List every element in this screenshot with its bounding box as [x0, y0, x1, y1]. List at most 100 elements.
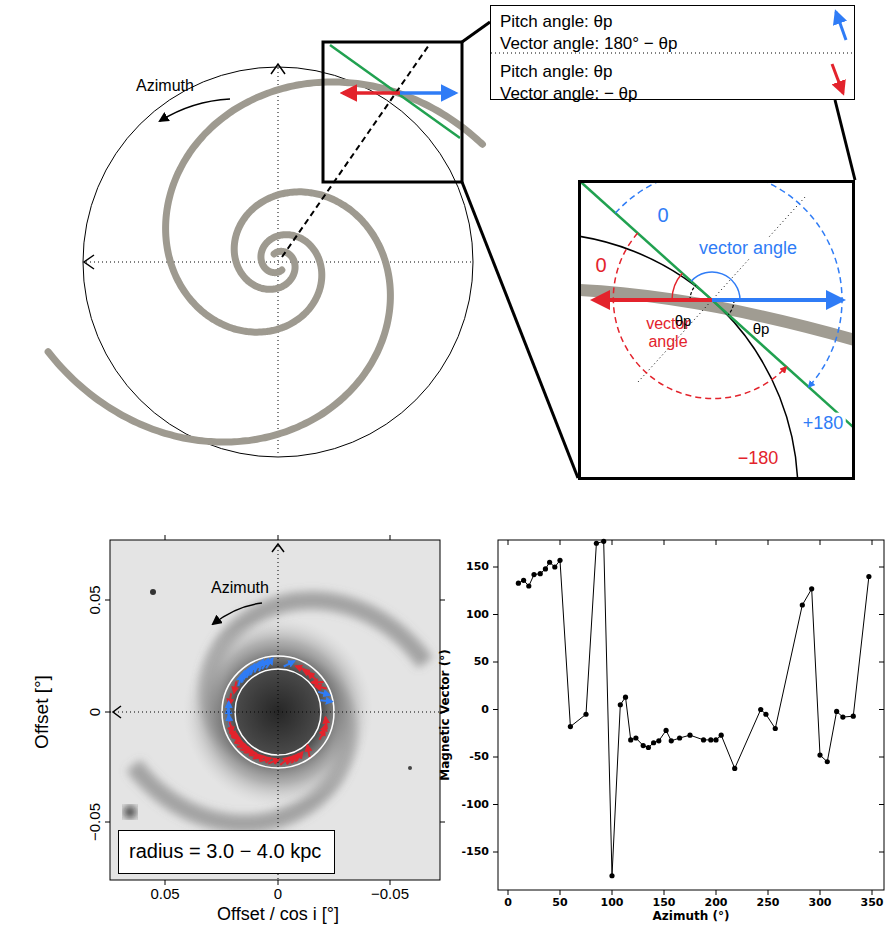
data-point — [633, 735, 638, 740]
data-point — [543, 566, 548, 571]
data-point — [628, 737, 633, 742]
pitch-angle-arc — [728, 300, 734, 315]
field-vector — [284, 661, 295, 666]
axis-title: Azimuth (°) — [653, 910, 730, 924]
tick-label: 50 — [474, 656, 489, 669]
field-vector — [259, 660, 263, 671]
data-point — [834, 709, 839, 714]
tick-mark — [390, 535, 391, 540]
galaxy-schematic — [48, 22, 855, 478]
data-point — [687, 733, 692, 738]
tick-mark — [278, 535, 279, 540]
data-point — [677, 735, 682, 740]
tick-mark — [612, 890, 613, 895]
tick-mark — [716, 890, 717, 895]
vector-angle-arc — [672, 273, 682, 300]
axis-line — [86, 262, 472, 263]
data-point — [758, 707, 763, 712]
star — [150, 589, 156, 595]
tick-mark — [768, 890, 769, 895]
azimuth-arrow — [213, 603, 262, 624]
tick-mark — [390, 880, 391, 885]
tick-mark — [440, 822, 445, 823]
zoom-inset: 00vector anglevector angleθpθp+180−180 — [578, 180, 855, 480]
tick-mark — [879, 614, 884, 615]
tick-mark — [493, 614, 498, 615]
data-point — [732, 766, 737, 771]
data-point — [646, 745, 651, 750]
field-vector — [322, 725, 326, 736]
tick-mark — [716, 540, 717, 545]
tick-mark — [493, 804, 498, 805]
tick-mark — [105, 712, 110, 713]
tick-mark — [612, 540, 613, 545]
tick-label: −0.05 — [86, 803, 103, 841]
field-vector — [326, 717, 327, 729]
tick-label: 150 — [466, 561, 489, 574]
field-vectors — [228, 658, 332, 765]
axis-ticks — [105, 535, 445, 885]
data-point — [663, 728, 668, 733]
spiral-arm — [580, 290, 853, 340]
galaxy-arms — [134, 600, 426, 823]
tick-label: 150 — [653, 897, 676, 910]
data-point — [866, 574, 871, 579]
axis-caret — [113, 706, 121, 718]
field-arrow — [343, 91, 400, 95]
data-point — [656, 738, 661, 743]
image-frame — [110, 540, 440, 880]
data-point — [516, 581, 521, 586]
tick-label: 0 — [504, 897, 512, 910]
tick-label: 250 — [757, 897, 780, 910]
field-vector — [238, 674, 242, 685]
field-vector — [312, 681, 324, 683]
inset-drawing — [580, 182, 853, 478]
legend-text: Vector angle: − θp — [500, 84, 638, 104]
tick-label: −0.05 — [371, 885, 409, 902]
angle-label: 0 — [655, 204, 670, 227]
tick-mark — [664, 540, 665, 545]
legend-arrow — [836, 12, 846, 40]
spiral-arm — [48, 192, 390, 442]
data-point — [651, 740, 656, 745]
data-point — [609, 873, 614, 878]
tick-mark — [879, 567, 884, 568]
plot-frame — [498, 540, 884, 890]
field-vector — [249, 755, 261, 756]
legend-text: Pitch angle: θp — [500, 12, 612, 32]
tick-mark — [165, 535, 166, 540]
star — [124, 806, 136, 818]
tick-mark — [440, 600, 445, 601]
data-point — [594, 541, 599, 546]
data-point — [713, 737, 718, 742]
direction-label: Azimuth — [136, 77, 194, 95]
galaxy-image — [105, 535, 445, 885]
data-point — [531, 572, 536, 577]
data-point — [552, 564, 557, 569]
zoom-leader — [462, 182, 578, 478]
axis-caret — [272, 544, 284, 552]
tick-mark — [768, 540, 769, 545]
tick-label: 100 — [466, 608, 489, 621]
tangent-line — [330, 45, 460, 138]
axis-title: Magnetic Vector (°) — [439, 649, 453, 780]
tick-mark — [165, 880, 166, 885]
data-point — [800, 602, 805, 607]
data-point — [547, 560, 552, 565]
radius-label: radius = 3.0 − 4.0 kpc — [129, 840, 321, 863]
tangent-line — [580, 182, 853, 429]
tick-mark — [493, 852, 498, 853]
data-point — [641, 743, 646, 748]
field-vector — [234, 681, 236, 693]
direction-label: Azimuth — [211, 579, 269, 597]
angle-label: 0 — [593, 254, 608, 277]
axis-caret — [84, 255, 94, 269]
data-point — [763, 712, 768, 717]
angle-range-arc — [615, 182, 842, 387]
field-arrow — [594, 298, 712, 302]
tick-label: -50 — [469, 751, 489, 764]
data-point — [809, 586, 814, 591]
data-series — [516, 539, 872, 879]
